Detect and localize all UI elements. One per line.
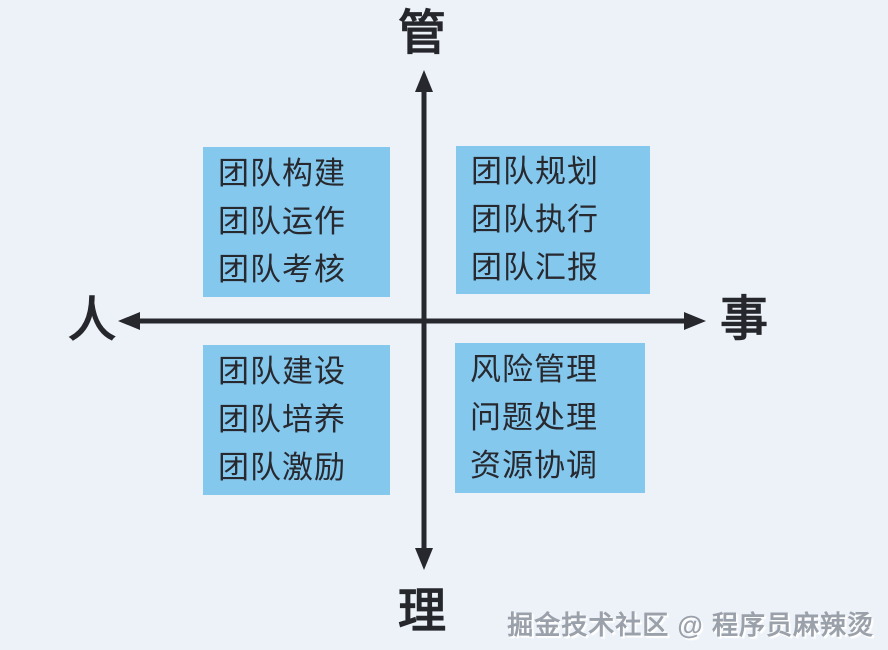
quadrant-box-top-right: 团队规划 团队执行 团队汇报 [456, 146, 650, 294]
quadrant-item: 问题处理 [470, 400, 598, 435]
quadrant-item: 团队建设 [218, 354, 346, 389]
arrowhead-left-icon [118, 312, 140, 330]
quadrant-item: 团队执行 [471, 202, 599, 237]
quadrant-item: 团队构建 [218, 156, 346, 191]
quadrant-item: 团队培养 [218, 402, 346, 437]
arrowhead-up-icon [415, 70, 433, 92]
quadrant-item: 团队规划 [471, 154, 599, 189]
quadrant-item: 团队考核 [218, 252, 346, 287]
axis-label-right: 事 [720, 293, 769, 346]
watermark-text: 掘金技术社区 @ 程序员麻辣烫 [507, 610, 874, 640]
arrowhead-right-icon [684, 312, 706, 330]
quadrant-box-bottom-left: 团队建设 团队培养 团队激励 [203, 345, 390, 495]
arrowhead-down-icon [415, 548, 433, 570]
quadrant-box-bottom-right: 风险管理 问题处理 资源协调 [455, 343, 645, 493]
axis-label-left: 人 [68, 294, 117, 347]
quadrant-box-top-left: 团队构建 团队运作 团队考核 [203, 147, 390, 297]
quadrant-item: 团队激励 [218, 450, 346, 485]
quadrant-item: 风险管理 [470, 352, 598, 387]
quadrant-item: 团队运作 [218, 204, 346, 239]
axis-label-bottom: 理 [398, 585, 447, 638]
axis-label-top: 管 [398, 7, 447, 60]
quadrant-item: 资源协调 [470, 448, 598, 483]
quadrant-item: 团队汇报 [471, 250, 599, 285]
